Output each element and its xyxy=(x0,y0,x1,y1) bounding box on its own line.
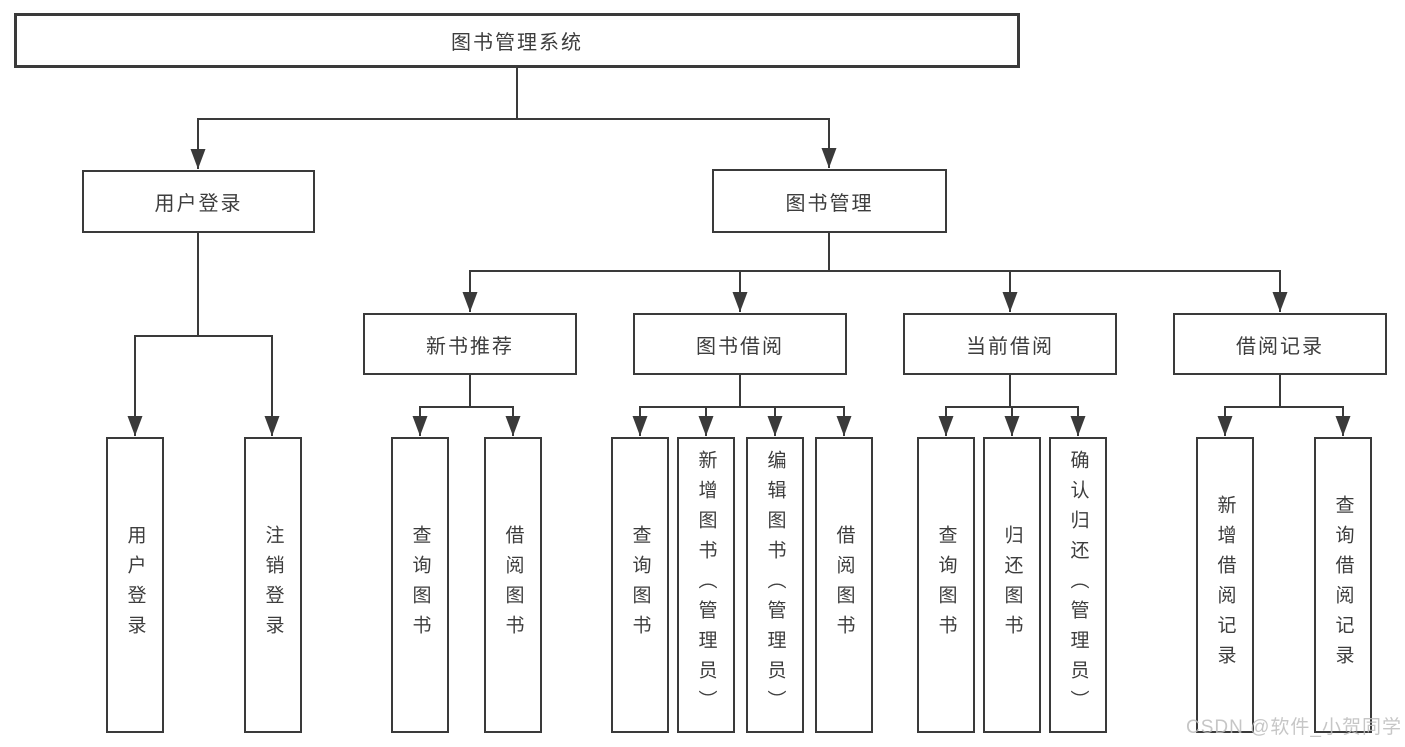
node-label: 图书借阅 xyxy=(696,335,784,358)
leaf-label: 确认归还（管理员） xyxy=(1067,450,1089,720)
leaf-label: 归还图书 xyxy=(1001,525,1023,645)
leaf-logout-login: 注销登录 xyxy=(244,437,302,733)
node-book-borrowing: 图书借阅 xyxy=(633,313,847,375)
node-new-book-recommend: 新书推荐 xyxy=(363,313,577,375)
leaf-nbr-borrow-books: 借阅图书 xyxy=(484,437,542,733)
leaf-bb-add-books-admin: 新增图书（管理员） xyxy=(677,437,735,733)
leaf-nbr-query-books: 查询图书 xyxy=(391,437,449,733)
node-borrowing-records: 借阅记录 xyxy=(1173,313,1387,375)
leaf-label: 编辑图书（管理员） xyxy=(764,450,786,720)
node-label: 借阅记录 xyxy=(1236,335,1324,358)
csdn-watermark: CSDN @软件_小贺同学 xyxy=(1186,717,1402,738)
leaf-cb-confirm-return-admin: 确认归还（管理员） xyxy=(1049,437,1107,733)
leaf-bb-borrow-books: 借阅图书 xyxy=(815,437,873,733)
node-root: 图书管理系统 xyxy=(14,13,1020,68)
leaf-bb-edit-books-admin: 编辑图书（管理员） xyxy=(746,437,804,733)
leaf-label: 新增图书（管理员） xyxy=(695,450,717,720)
node-label: 新书推荐 xyxy=(426,335,514,358)
leaf-cb-query-books: 查询图书 xyxy=(917,437,975,733)
leaf-bb-query-books: 查询图书 xyxy=(611,437,669,733)
node-label: 图书管理 xyxy=(785,192,874,215)
leaf-br-query-borrow-record: 查询借阅记录 xyxy=(1314,437,1372,733)
node-label: 当前借阅 xyxy=(966,335,1054,358)
leaf-label: 借阅图书 xyxy=(833,525,855,645)
node-book-management: 图书管理 xyxy=(712,169,947,233)
leaf-label: 查询图书 xyxy=(629,525,651,645)
leaf-user-login: 用户登录 xyxy=(106,437,164,733)
leaf-label: 查询图书 xyxy=(409,525,431,645)
leaf-label: 用户登录 xyxy=(124,525,146,645)
node-current-borrowing: 当前借阅 xyxy=(903,313,1117,375)
leaf-label: 注销登录 xyxy=(262,525,284,645)
leaf-label: 查询图书 xyxy=(935,525,957,645)
node-user-login: 用户登录 xyxy=(82,170,315,233)
leaf-label: 借阅图书 xyxy=(502,525,524,645)
node-label: 用户登录 xyxy=(154,193,243,215)
leaf-label: 查询借阅记录 xyxy=(1332,495,1354,675)
leaf-label: 新增借阅记录 xyxy=(1214,495,1236,675)
node-label: 图书管理系统 xyxy=(451,32,583,54)
leaf-cb-return-books: 归还图书 xyxy=(983,437,1041,733)
leaf-br-add-borrow-record: 新增借阅记录 xyxy=(1196,437,1254,733)
